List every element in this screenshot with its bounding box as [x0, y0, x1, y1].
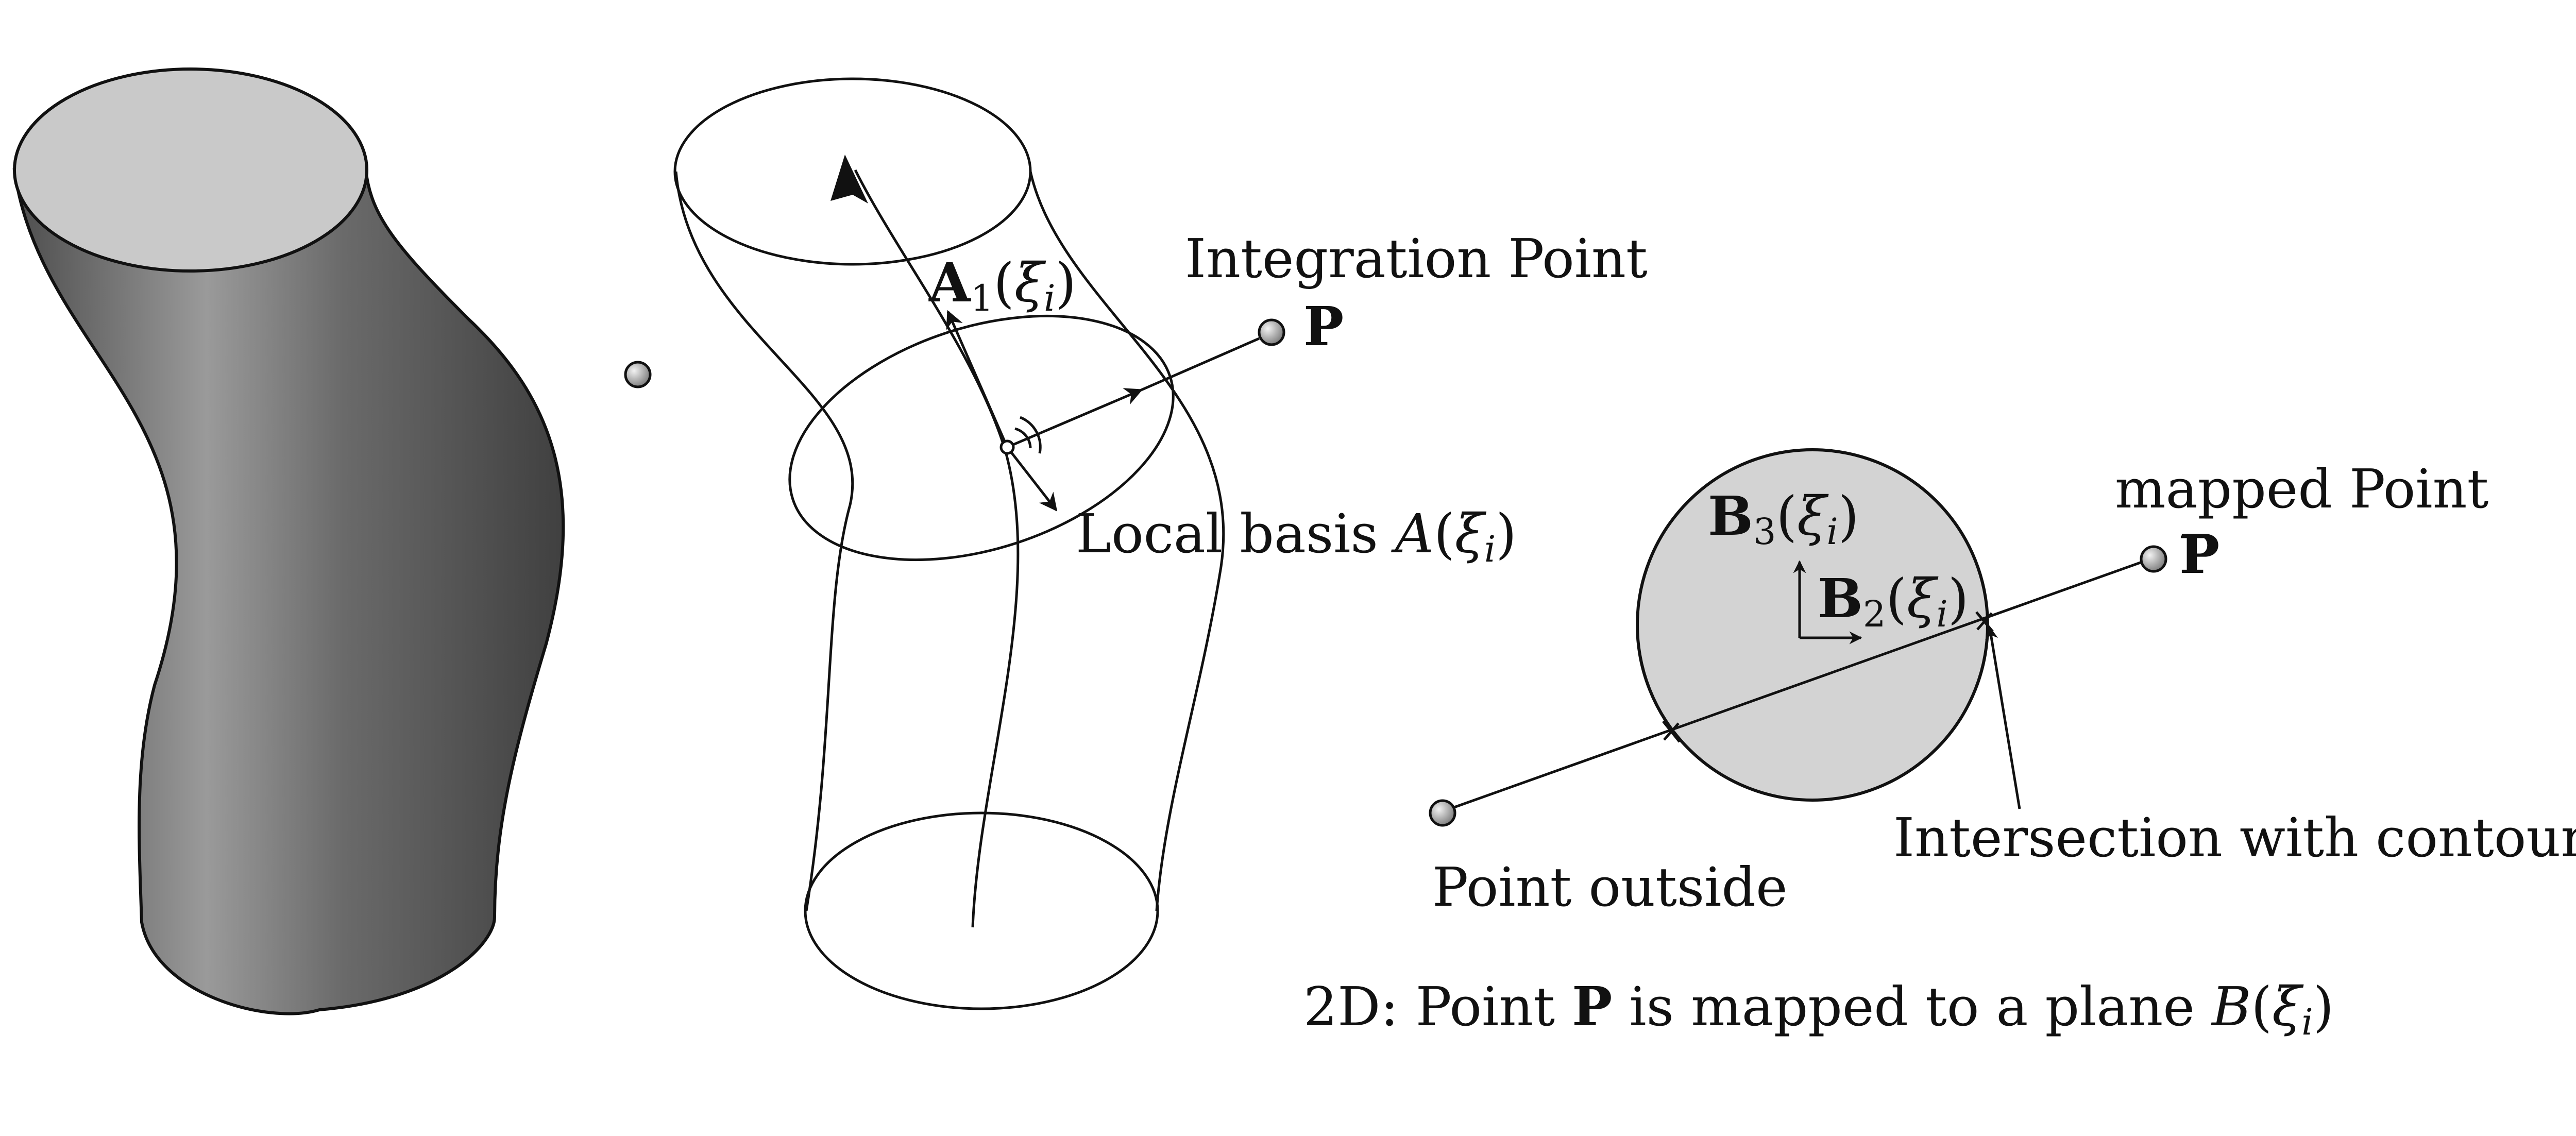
integration-point-label: Integration Point: [1185, 227, 1648, 290]
mapping-line: [1442, 560, 2144, 813]
point-P-ball: [1258, 318, 1285, 346]
mapped-P-label: P: [2179, 522, 2219, 586]
wireframe-left-contour: [674, 171, 854, 911]
A1-vector-arrow: [946, 310, 1009, 448]
svg-text:Local basis A(ξi): Local basis A(ξi): [1076, 502, 1517, 570]
svg-text:B3(ξi): B3(ξi): [1708, 484, 1859, 553]
shaded-solid-cylinder: [12, 67, 565, 1015]
mapped-point-ball: [2140, 545, 2167, 573]
point-P-label: P: [1303, 295, 1344, 358]
wireframe-cylinder: [673, 77, 1285, 1010]
svg-text:P: P: [2179, 522, 2219, 586]
A1-label: A1(ξi): [928, 251, 1076, 319]
right-angle-icon: [1014, 427, 1032, 449]
A2-vector-arrow: [1007, 388, 1143, 449]
B3-label: B3(ξi): [1708, 484, 1859, 553]
point-outside-label: Point outside: [1432, 856, 1788, 919]
centerline-arrow-icon: [831, 155, 868, 204]
intersection-label: Intersection with contour: [1893, 806, 2576, 869]
floating-point-ball: [624, 361, 652, 388]
svg-text:2D: Point P is mapped to a pla: 2D: Point P is mapped to a plane B(ξi): [1303, 975, 2334, 1043]
solid-cylinder-top-face: [13, 67, 368, 273]
svg-text:A1(ξi): A1(ξi): [928, 251, 1076, 319]
mapped-point-label: mapped Point: [2115, 457, 2488, 520]
caption: 2D: Point P is mapped to a plane B(ξi): [1303, 975, 2334, 1043]
solid-cylinder-body: [12, 168, 565, 1015]
local-basis-label: Local basis A(ξi): [1076, 502, 1517, 570]
B2-label: B2(ξi): [1818, 567, 1969, 635]
right-angle-icon-2: [1020, 416, 1042, 454]
wireframe-right-contour: [1029, 171, 1225, 911]
outside-point-ball: [1429, 799, 1456, 827]
wireframe-centerline: [854, 169, 1020, 928]
svg-text:B2(ξi): B2(ξi): [1818, 567, 1969, 635]
line-to-point-P: [1140, 337, 1260, 392]
integration-origin-dot: [999, 439, 1015, 455]
intersection-cross-left: [1662, 720, 1681, 743]
intersection-pointer-arrow: [1985, 626, 2021, 809]
mapping-2d-group: [1429, 448, 2167, 827]
A3-vector-arrow: [1006, 446, 1058, 512]
